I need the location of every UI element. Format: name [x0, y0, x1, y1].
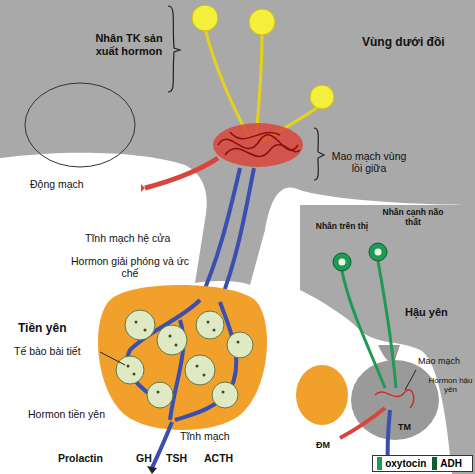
- part-label: Tĩnh mạch hệ cửa: [85, 232, 195, 244]
- legend-box: oxytocin ADH: [372, 455, 473, 472]
- part-label: Động mạch: [30, 178, 110, 190]
- part-label: Nhân cạnh não thất: [382, 208, 444, 228]
- part-label: Mao mạch vùng lồi giữa: [328, 150, 410, 174]
- part-label: Mao mạch: [418, 356, 473, 366]
- part-label: Tế bào bài tiết: [14, 345, 100, 357]
- part-label: Hậu yên: [405, 306, 469, 319]
- part-label: Hormon giải phóng và ức chế: [70, 255, 190, 279]
- legend-swatch: [432, 457, 437, 470]
- legend-text: oxytocin: [385, 458, 426, 470]
- legend-swatch: [377, 457, 382, 470]
- part-label: Nhân trên thị: [313, 222, 371, 232]
- part-label: Tĩnh mạch: [180, 430, 260, 442]
- part-label: Vùng dưới đồi: [362, 36, 472, 50]
- legend-text: ADH: [440, 458, 462, 470]
- part-label: TSH: [166, 452, 196, 464]
- part-label: Hormon tiền yên: [28, 408, 118, 420]
- part-label: Nhân TK sản xuất hormon: [90, 32, 168, 57]
- part-label: TM: [398, 422, 420, 432]
- part-label: Tiền yên: [18, 322, 98, 336]
- part-label: ACTH: [204, 452, 244, 464]
- part-label: ĐM: [316, 440, 338, 450]
- part-label: Prolactin: [58, 452, 118, 464]
- part-label: Hormon hậu yên: [428, 376, 473, 394]
- part-label: GH: [136, 452, 156, 464]
